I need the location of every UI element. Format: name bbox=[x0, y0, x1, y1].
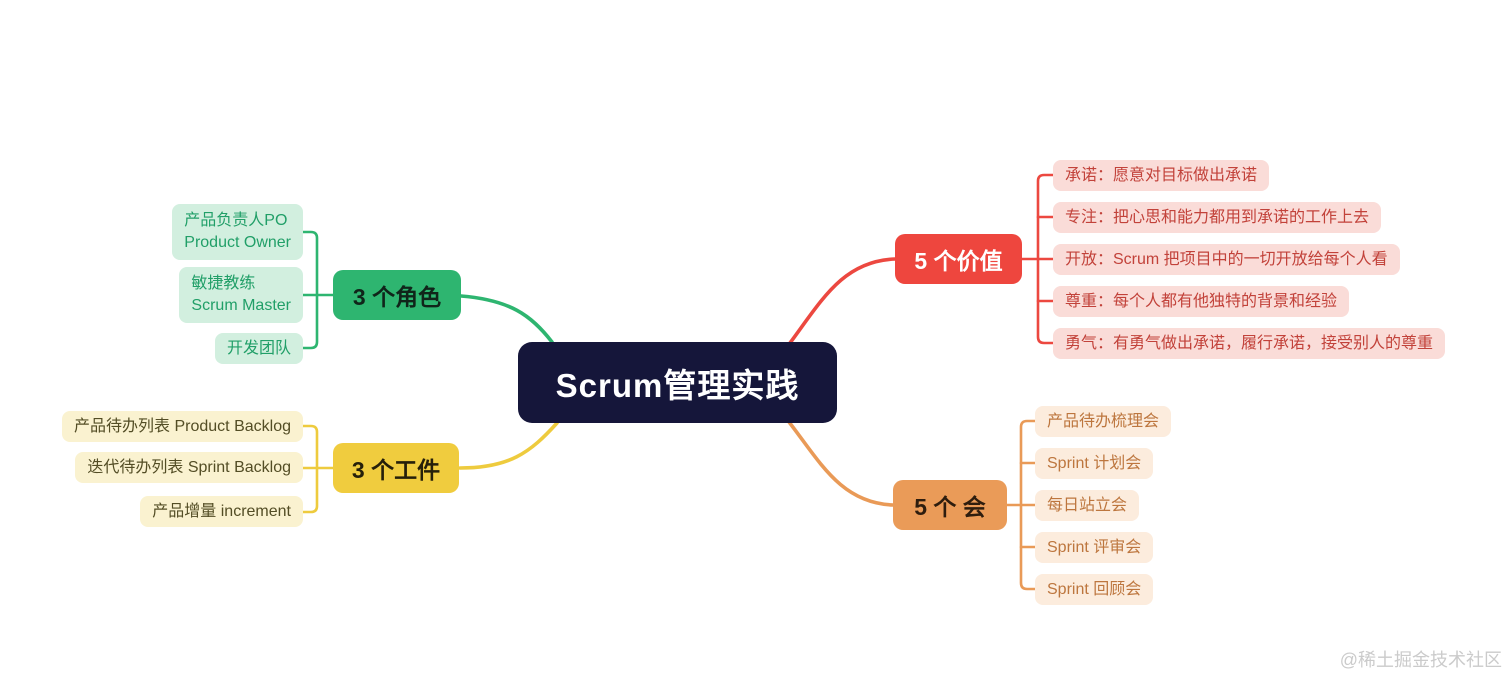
branch-node-values[interactable]: 5 个价值 bbox=[895, 234, 1022, 284]
meetings-connector bbox=[787, 419, 1037, 591]
child-node-focus[interactable]: 专注：把心思和能力都用到承诺的工作上去 bbox=[1053, 202, 1382, 233]
child-node-sprint-review[interactable]: Sprint 评审会 bbox=[1035, 532, 1154, 563]
child-node-sprint-planning[interactable]: Sprint 计划会 bbox=[1035, 448, 1154, 479]
child-node-openness[interactable]: 开放：Scrum 把项目中的一切开放给每个人看 bbox=[1053, 244, 1400, 275]
meetings-main-curve bbox=[787, 420, 895, 507]
child-node-increment[interactable]: 产品增量 increment bbox=[140, 496, 303, 527]
branch-node-roles[interactable]: 3 个角色 bbox=[333, 270, 461, 320]
roles-children-bracket bbox=[301, 230, 319, 350]
child-node-product-backlog[interactable]: 产品待办列表 Product Backlog bbox=[62, 411, 303, 442]
central-topic-node[interactable]: Scrum管理实践 bbox=[518, 342, 837, 423]
watermark: @稀土掘金技术社区 bbox=[1339, 650, 1502, 670]
child-node-dev-team[interactable]: 开发团队 bbox=[214, 333, 303, 364]
values-connector bbox=[788, 173, 1055, 345]
roles-main-curve bbox=[459, 294, 554, 344]
artifacts-main-curve bbox=[458, 421, 559, 470]
child-node-sprint-backlog[interactable]: 迭代待办列表 Sprint Backlog bbox=[75, 452, 303, 483]
child-node-respect[interactable]: 尊重：每个人都有他独特的背景和经验 bbox=[1053, 286, 1350, 317]
child-node-scrum-master[interactable]: 敏捷教练 Scrum Master bbox=[179, 267, 303, 323]
child-node-courage[interactable]: 勇气：有勇气做出承诺，履行承诺，接受别人的尊重 bbox=[1053, 328, 1446, 359]
roles-connector bbox=[301, 230, 554, 350]
values-main-curve bbox=[788, 257, 897, 345]
child-node-product-owner[interactable]: 产品负责人PO Product Owner bbox=[172, 204, 303, 260]
child-node-commitment[interactable]: 承诺：愿意对目标做出承诺 bbox=[1053, 160, 1270, 191]
artifacts-connector bbox=[301, 421, 559, 514]
branch-node-artifacts[interactable]: 3 个工件 bbox=[333, 443, 459, 493]
child-node-sprint-retrospective[interactable]: Sprint 回顾会 bbox=[1035, 574, 1154, 605]
branch-node-meetings[interactable]: 5 个 会 bbox=[893, 480, 1007, 530]
child-node-backlog-refinement[interactable]: 产品待办梳理会 bbox=[1035, 406, 1172, 437]
child-node-daily-standup[interactable]: 每日站立会 bbox=[1035, 490, 1140, 521]
